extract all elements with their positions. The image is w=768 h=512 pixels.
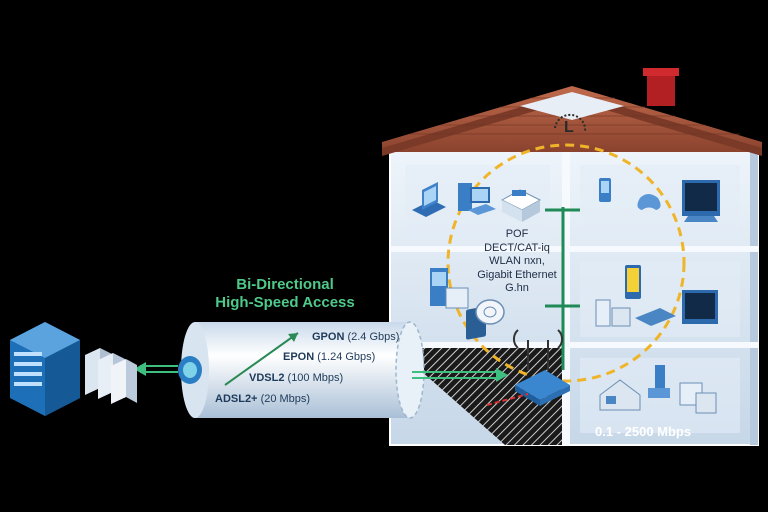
server-racks bbox=[85, 348, 137, 404]
tech-vdsl2-name: VDSL2 bbox=[249, 372, 285, 384]
tech-gpon: GPON (2.4 Gbps) bbox=[312, 331, 399, 343]
tech-epon-rate: (1.24 Gbps) bbox=[317, 351, 376, 363]
tablet-icon bbox=[625, 265, 641, 299]
audio-system-icon bbox=[595, 299, 676, 327]
home-router bbox=[512, 329, 570, 406]
diagram-title: Bi-Directional High-Speed Access bbox=[205, 276, 365, 312]
title-line-2: High-Speed Access bbox=[215, 294, 355, 311]
access-pipe bbox=[178, 321, 425, 419]
title-line-1: Bi-Directional bbox=[236, 276, 334, 293]
home-tech-item: G.hn bbox=[505, 282, 529, 294]
home-tech-item: WLAN nxn, bbox=[489, 255, 545, 267]
tech-gpon-name: GPON bbox=[312, 331, 345, 343]
network-drive-icon bbox=[475, 299, 505, 325]
flat-screen-tv-icon bbox=[682, 290, 718, 324]
tech-vdsl2-rate: (100 Mbps) bbox=[287, 372, 344, 384]
home-tech-item: POF bbox=[505, 228, 529, 240]
tech-gpon-rate: (2.4 Gbps) bbox=[347, 331, 400, 343]
tech-adsl2plus-rate: (20 Mbps) bbox=[260, 393, 311, 405]
home-speed-label: 0.1 - 2500 Mbps bbox=[595, 424, 692, 439]
home-tech-item: DECT/CAT-iq bbox=[484, 241, 550, 254]
home-tech-item: Gigabit Ethernet bbox=[477, 268, 557, 281]
home-network-tech-list: POF DECT/CAT-iq WLAN nxn, Gigabit Ethern… bbox=[462, 228, 572, 296]
game-controller-icon bbox=[637, 194, 661, 210]
tech-adsl2plus: ADSL2+ (20 Mbps) bbox=[215, 393, 310, 405]
smart-meter-icon bbox=[679, 382, 717, 414]
central-office-building bbox=[10, 322, 80, 416]
data-flow-arrows bbox=[134, 362, 508, 382]
desktop-computer-icon bbox=[458, 183, 496, 215]
home-network-circle bbox=[446, 143, 686, 383]
tech-epon: EPON (1.24 Gbps) bbox=[283, 351, 375, 363]
appliances-icon bbox=[430, 268, 469, 309]
mobile-phone-icon bbox=[599, 178, 611, 202]
cordless-phone-icon bbox=[648, 365, 670, 398]
television-icon bbox=[682, 180, 720, 222]
printer-icon bbox=[500, 189, 542, 222]
roof bbox=[382, 68, 762, 156]
home-monitoring-icon bbox=[599, 379, 641, 411]
tech-vdsl2: VDSL2 (100 Mbps) bbox=[249, 372, 343, 384]
roof-logo bbox=[554, 113, 587, 133]
roof-logo-glyph: L bbox=[564, 119, 574, 136]
tech-adsl2plus-name: ADSL2+ bbox=[215, 393, 258, 405]
home-wiring bbox=[545, 207, 580, 370]
tech-epon-name: EPON bbox=[283, 351, 315, 363]
laptop-icon bbox=[412, 182, 446, 217]
